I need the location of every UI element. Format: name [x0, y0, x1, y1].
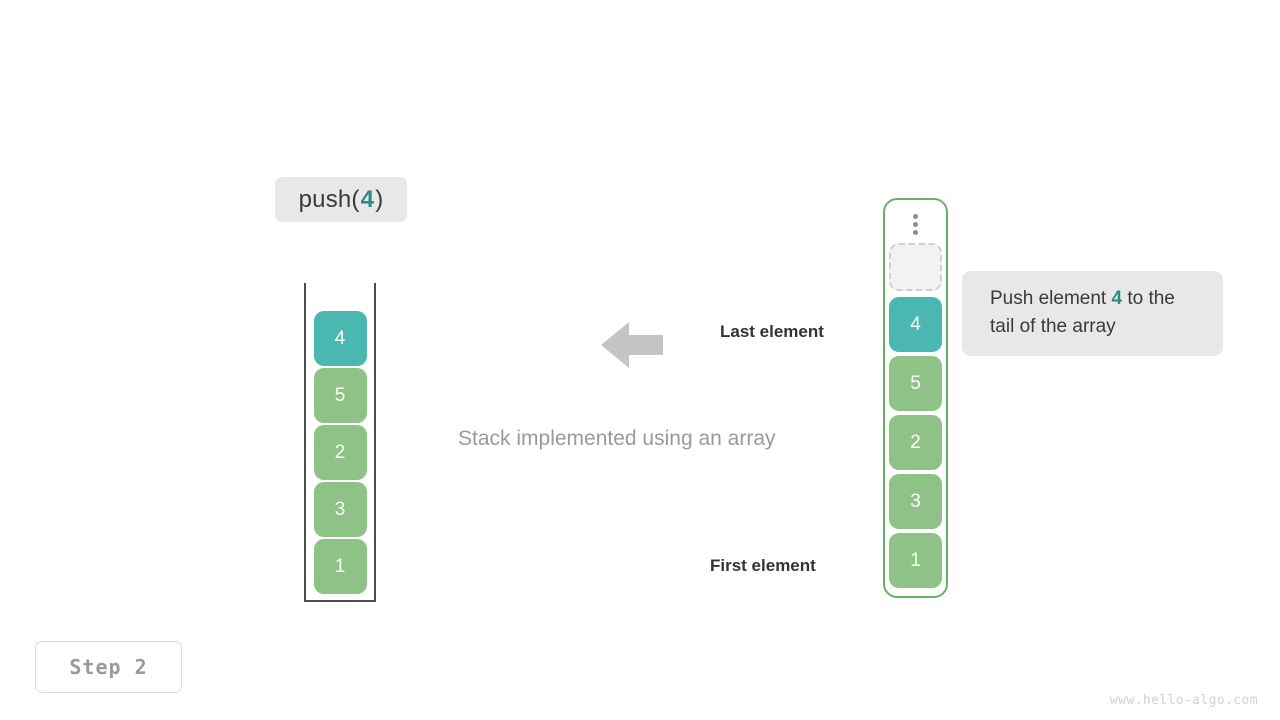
operation-label: push(4)	[275, 177, 407, 222]
stack-cell-value: 2	[334, 441, 346, 463]
array-empty-slot	[889, 243, 942, 291]
operation-name: push(	[298, 185, 360, 213]
watermark: www.hello-algo.com	[1109, 693, 1258, 708]
array-cell: 5	[889, 356, 942, 411]
stack-cell: 2	[313, 425, 367, 480]
ellipsis-dot	[913, 230, 918, 235]
array-cell: 2	[889, 415, 942, 470]
callout-text-before: Push element	[990, 288, 1112, 309]
operation-argument: 4	[360, 185, 375, 213]
stack-cell: 4	[313, 311, 367, 366]
array-cell: 3	[889, 474, 942, 529]
stack-cell: 1	[313, 539, 367, 594]
ellipsis-dot	[913, 214, 918, 219]
callout-argument: 4	[1111, 288, 1123, 309]
vertical-ellipsis-icon	[913, 214, 918, 235]
stack-cell-value: 3	[334, 498, 346, 520]
stack-cell-value: 4	[334, 327, 346, 349]
stack-wall-right	[374, 283, 376, 602]
stack-cell: 3	[313, 482, 367, 537]
stack-wall-left	[304, 283, 306, 602]
operation-paren-close: )	[375, 185, 384, 213]
stack-floor	[304, 600, 376, 602]
stack-cell: 5	[313, 368, 367, 423]
step-badge: Step 2	[35, 641, 182, 693]
array-cell-value: 2	[910, 431, 921, 453]
stack-cell-value: 5	[334, 384, 346, 406]
stack-cell-value: 1	[334, 555, 346, 577]
array-cell: 1	[889, 533, 942, 588]
array-cell-list: 4 5 2 3 1	[889, 297, 942, 596]
stack-cell-list: 4 5 2 3 1	[304, 283, 376, 602]
label-last-element: Last element	[720, 322, 824, 341]
callout-bubble: Push element 4 to the tail of the array	[962, 271, 1223, 357]
stack-container: 4 5 2 3 1	[304, 283, 376, 602]
ellipsis-dot	[913, 222, 918, 227]
callout-text-after: to the tail of the array	[990, 288, 1175, 337]
arrow-left-icon	[601, 316, 663, 374]
array-cell-value: 3	[910, 490, 921, 512]
array-cell-value: 1	[910, 549, 921, 571]
diagram-caption: Stack implemented using an array	[458, 427, 776, 450]
array-container: 4 5 2 3 1	[883, 198, 948, 598]
array-cell: 4	[889, 297, 942, 352]
label-first-element: First element	[710, 556, 816, 575]
array-cell-value: 4	[910, 313, 921, 335]
array-cell-value: 5	[910, 372, 921, 394]
